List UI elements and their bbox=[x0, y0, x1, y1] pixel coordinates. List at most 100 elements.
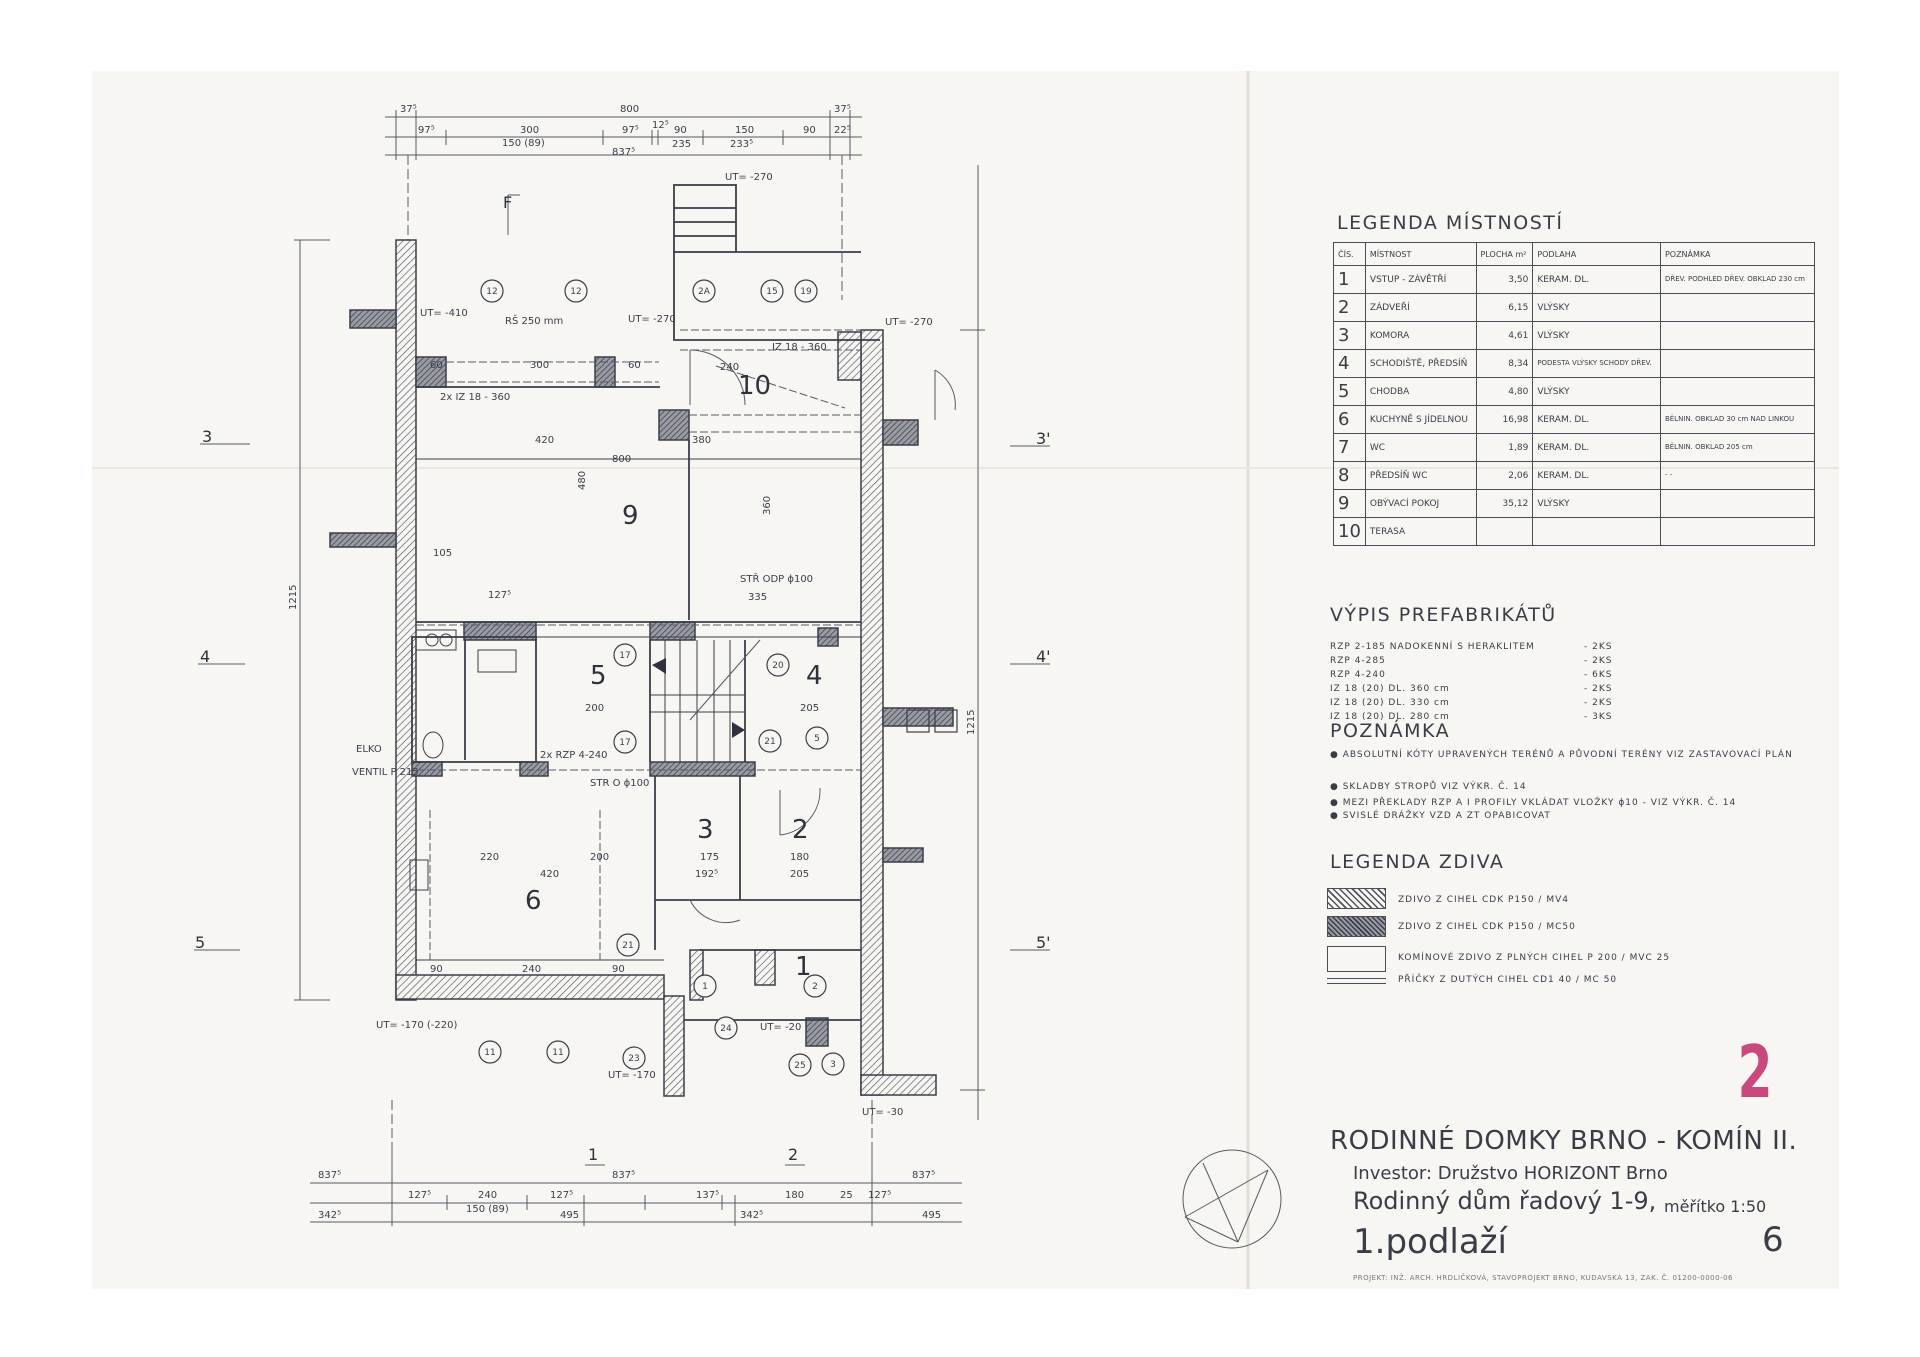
dim-label: 1215 bbox=[288, 585, 299, 610]
prefab-item: IZ 18 (20) DL. 330 cm bbox=[1330, 698, 1450, 708]
dim-label: 90 bbox=[803, 125, 816, 136]
callout-label: 2 bbox=[812, 982, 818, 992]
cell-note: DŘEV. PODHLED DŘEV. OBKLAD 230 cm bbox=[1659, 265, 1816, 294]
dim-label: 1215 bbox=[966, 710, 977, 735]
cell-note bbox=[1659, 489, 1816, 518]
cell-area: 3,50 bbox=[1475, 265, 1534, 294]
cell-area: 4,61 bbox=[1475, 321, 1534, 350]
side-dimensions bbox=[294, 165, 985, 1120]
callout-circle bbox=[616, 933, 640, 957]
level-label: UT= -20 bbox=[760, 1022, 801, 1033]
designer-logo bbox=[1182, 1149, 1282, 1249]
note-text: MEZI PŘEKLADY RZP A I PROFILY VKLÁDAT VL… bbox=[1342, 798, 1737, 808]
cell-floor bbox=[1532, 517, 1661, 546]
building-line: Rodinný dům řadový 1-9, bbox=[1353, 1187, 1657, 1215]
callout-label: 17 bbox=[619, 738, 630, 748]
callout-circle bbox=[760, 279, 784, 303]
dim-label: 300 bbox=[520, 125, 539, 136]
callout-circle bbox=[692, 279, 716, 303]
callout-label: 12 bbox=[486, 287, 497, 297]
callout-label: 17 bbox=[619, 651, 630, 661]
cell-area: 8,34 bbox=[1475, 349, 1534, 378]
svg-text:205: 205 bbox=[800, 703, 819, 714]
note-item: ● SKLADBY STROPŮ VIZ VÝKR. Č. 14 bbox=[1330, 782, 1527, 792]
callout-marker: 2 bbox=[803, 974, 827, 998]
callout-marker: 11 bbox=[478, 1040, 502, 1064]
dim-label: 235 bbox=[672, 139, 691, 150]
note-item: ● SVISLÉ DRÁŽKY VZD A ZT OPABICOVAT bbox=[1330, 811, 1551, 821]
svg-text:VENTIL P 215: VENTIL P 215 bbox=[352, 767, 419, 778]
callout-label: 20 bbox=[772, 661, 784, 671]
lintels bbox=[416, 329, 861, 960]
cell-n: 5 bbox=[1333, 377, 1366, 406]
col-header: ČÍS. bbox=[1333, 242, 1366, 266]
prefab-qty: - 6KS bbox=[1584, 670, 1613, 680]
svg-text:192⁵: 192⁵ bbox=[695, 869, 718, 880]
svg-text:180: 180 bbox=[790, 852, 809, 863]
level-label: UT= -270 bbox=[885, 317, 933, 328]
callout-circle bbox=[622, 1046, 646, 1070]
note-text: SKLADBY STROPŮ VIZ VÝKR. Č. 14 bbox=[1342, 782, 1527, 792]
callout-circle bbox=[805, 726, 829, 750]
svg-text:STR O ϕ100: STR O ϕ100 bbox=[590, 778, 649, 789]
prefab-item: RZP 2-185 NADOKENNÍ S HERAKLITEM bbox=[1330, 642, 1535, 652]
note-item: ● MEZI PŘEKLADY RZP A I PROFILY VKLÁDAT … bbox=[1330, 798, 1737, 808]
cell-note: - - bbox=[1659, 461, 1816, 490]
svg-text:60: 60 bbox=[628, 360, 641, 371]
prefab-qty: - 2KS bbox=[1584, 684, 1613, 694]
room-number-6: 6 bbox=[525, 886, 542, 916]
cell-floor: KERAM. DL. bbox=[1532, 265, 1661, 294]
dim-label: 150 bbox=[735, 125, 754, 136]
dim-label: 495 bbox=[560, 1210, 579, 1221]
wall-legend-label: ZDIVO Z CIHEL CDK P150 / MC50 bbox=[1398, 922, 1576, 932]
inner-dimensions: 420 300 60 60 240 380 800 480 360 335 20… bbox=[430, 360, 819, 975]
callout-marker: 11 bbox=[546, 1040, 570, 1064]
room-number-1: 1 bbox=[795, 952, 812, 982]
callout-marker: 25 bbox=[788, 1053, 812, 1077]
cell-floor: VLÝSKY bbox=[1532, 377, 1661, 406]
svg-text:200: 200 bbox=[590, 852, 609, 863]
callout-label: 15 bbox=[766, 287, 777, 297]
callout-marker: 23 bbox=[622, 1046, 646, 1070]
callout-marker: 24 bbox=[714, 1016, 738, 1040]
room-number-10: 10 bbox=[738, 371, 771, 401]
cell-name: TERASA bbox=[1364, 517, 1477, 546]
sheet-stamp: 2 bbox=[1737, 1030, 1773, 1114]
dim-label: 837⁵ bbox=[318, 1170, 341, 1181]
cell-note: BĚLNIN. OBKLAD 30 cm NAD LINKOU bbox=[1659, 405, 1816, 434]
cell-floor: KERAM. DL. bbox=[1532, 461, 1661, 490]
callout-marker: 19 bbox=[794, 279, 818, 303]
callout-circle bbox=[564, 279, 588, 303]
callout-label: 5 bbox=[814, 734, 820, 744]
dim-label: 800 bbox=[620, 104, 639, 115]
callout-label: 23 bbox=[628, 1054, 639, 1064]
dim-label: 127⁵ bbox=[408, 1190, 431, 1201]
cell-area: 6,15 bbox=[1475, 293, 1534, 322]
project-title: RODINNÉ DOMKY BRNO - KOMÍN II. bbox=[1330, 1126, 1798, 1156]
dim-label: 25 bbox=[840, 1190, 853, 1201]
level-label: UT= -270 bbox=[725, 172, 773, 183]
stair-arrow-icon bbox=[732, 722, 745, 738]
prefab-item: RZP 4-285 bbox=[1330, 656, 1386, 666]
cell-floor: KERAM. DL. bbox=[1532, 405, 1661, 434]
section-mark-4: 4 bbox=[200, 647, 210, 666]
cell-note bbox=[1659, 293, 1816, 322]
cell-floor: KERAM. DL. bbox=[1532, 433, 1661, 462]
section-mark-3b: 3' bbox=[1036, 429, 1051, 448]
cell-floor: VLÝSKY bbox=[1532, 293, 1661, 322]
partitions bbox=[409, 184, 958, 1021]
cell-name: KUCHYNĚ S JÍDELNOU bbox=[1364, 405, 1477, 434]
room-legend-table: ČÍS. MÍSTNOST PLOCHA m² PODLAHA POZNÁMKA… bbox=[1333, 242, 1816, 546]
svg-text:420: 420 bbox=[540, 869, 559, 880]
room-number-3: 3 bbox=[697, 815, 714, 845]
note-text: SVISLÉ DRÁŽKY VZD A ZT OPABICOVAT bbox=[1342, 811, 1551, 821]
cell-name: WC bbox=[1364, 433, 1477, 462]
dim-label: 97⁵ bbox=[418, 125, 435, 136]
sheet-number: 6 bbox=[1762, 1220, 1784, 1260]
note-text: ABSOLUTNÍ KÓTY UPRAVENÝCH TERÉNŮ A PŮVOD… bbox=[1342, 750, 1793, 760]
